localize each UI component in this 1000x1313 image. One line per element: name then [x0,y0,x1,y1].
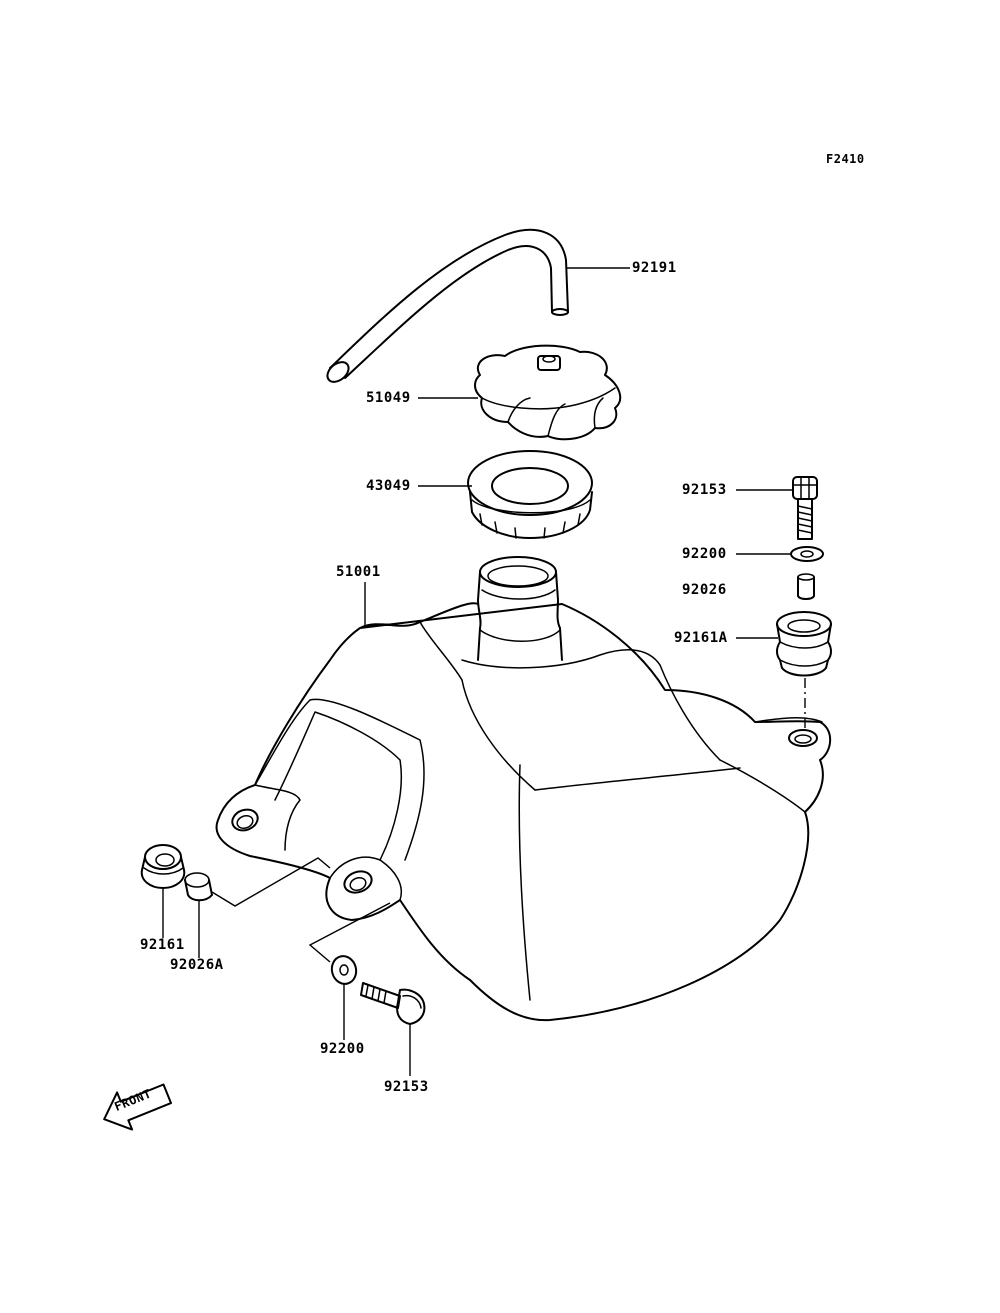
part-label-51001: 51001 [336,564,381,580]
front-mount-axis [211,857,331,907]
rear-collar-92026 [797,573,815,600]
part-label-92200-front: 92200 [320,1041,365,1057]
part-label-92161: 92161 [140,937,185,953]
breather-hose [326,228,569,383]
rear-washer-92200 [790,546,824,562]
part-label-92153-rear: 92153 [682,482,727,498]
fuel-cap [474,344,622,441]
figure-code: F2410 [826,152,865,166]
front-lower-axis [308,902,391,963]
front-bolt-92153 [360,982,426,1025]
front-collar-92026a [184,872,213,902]
part-label-92026a: 92026A [170,957,224,973]
rear-grommet-92161a [776,611,832,677]
part-label-43049: 43049 [366,478,411,494]
front-arrow-icon [103,1083,172,1131]
rear-bolt-92153 [792,476,818,540]
front-washer-92200 [330,955,358,985]
part-label-92153-front: 92153 [384,1079,429,1095]
part-label-51049: 51049 [366,390,411,406]
part-label-92026: 92026 [682,582,727,598]
front-grommet-92161 [140,844,186,889]
fuel-tank [215,556,832,1022]
part-label-92200-rear: 92200 [682,546,727,562]
part-label-92191: 92191 [632,260,677,276]
leader-lines [162,267,793,1076]
part-label-92161a: 92161A [674,630,728,646]
cap-gasket [467,450,593,539]
